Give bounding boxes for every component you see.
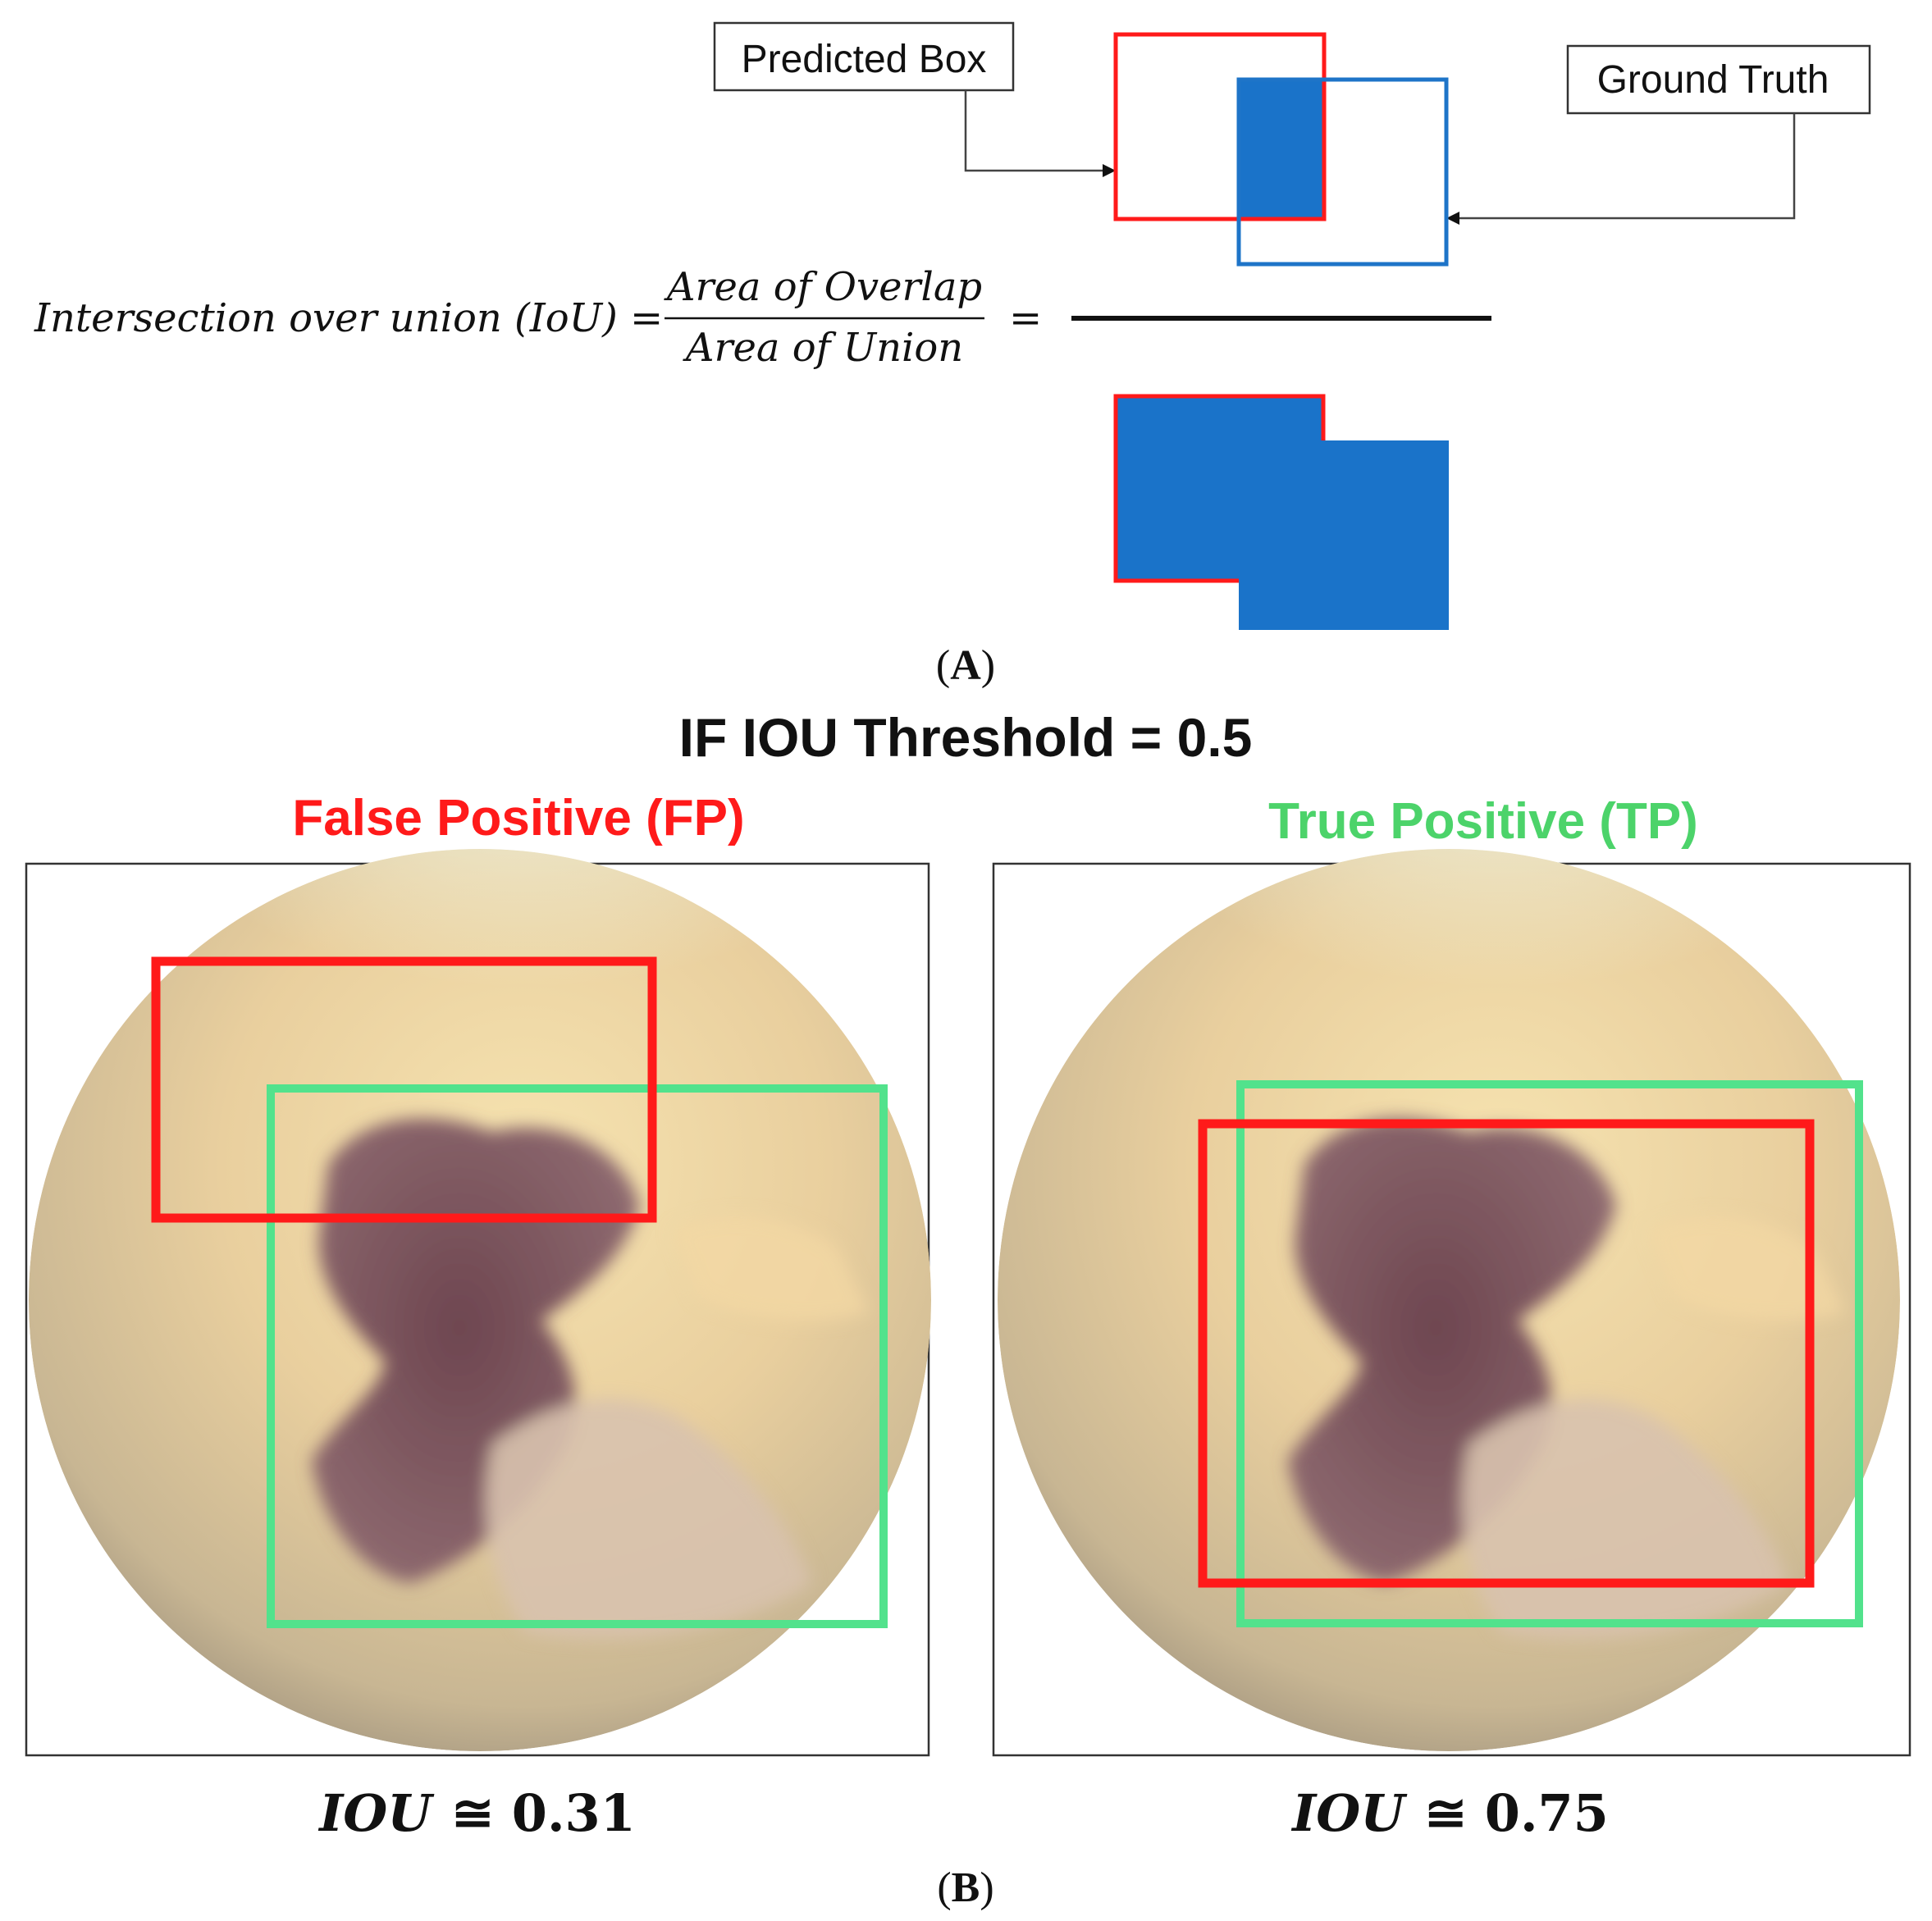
left-predicted-box <box>151 956 657 1223</box>
left-iou-value: IOU≅ 0.31 <box>317 1783 636 1843</box>
formula-equals: = <box>1009 295 1042 341</box>
ground-truth-label: Ground Truth <box>1597 58 1829 102</box>
predicted-box-label-frame <box>713 21 1015 92</box>
false-positive-title: False Positive (FP) <box>292 790 744 846</box>
ground-truth-arrowhead <box>1446 212 1459 225</box>
left-ground-truth-box <box>267 1084 888 1628</box>
panel-a: Predicted Box Ground Truth Intersection … <box>34 21 1871 689</box>
ground-truth-box <box>1236 77 1449 267</box>
overlap-region <box>1239 80 1323 219</box>
threshold-title: IF IOU Threshold = 0.5 <box>679 707 1253 768</box>
right-ground-truth-box <box>1236 1080 1863 1627</box>
caption-b: (B) <box>937 1864 993 1911</box>
formula-denominator: Area of Union <box>683 325 963 371</box>
right-otoscope-image <box>992 849 1911 1757</box>
predicted-arrowhead <box>1103 164 1116 177</box>
ground-truth-connector <box>1458 113 1796 220</box>
union-predicted-outline <box>1113 394 1326 583</box>
panel-b: IF IOU Threshold = 0.5 False Positive (F… <box>25 707 1911 1911</box>
union-shape <box>1116 396 1449 630</box>
predicted-box-label: Predicted Box <box>742 38 987 81</box>
predicted-box <box>1113 32 1327 221</box>
caption-a: (A) <box>936 642 995 689</box>
ground-truth-label-frame <box>1566 44 1871 115</box>
formula-numerator: Area of Overlap <box>664 264 982 310</box>
true-positive-title: True Positive (TP) <box>1268 793 1698 850</box>
right-predicted-box <box>1198 1119 1815 1588</box>
predicted-connector <box>964 90 1104 172</box>
formula-lhs: Intersection over union (IoU) = <box>34 295 663 341</box>
left-otoscope-image <box>25 849 931 1757</box>
right-iou-value: IOU≅ 0.75 <box>1290 1783 1609 1843</box>
